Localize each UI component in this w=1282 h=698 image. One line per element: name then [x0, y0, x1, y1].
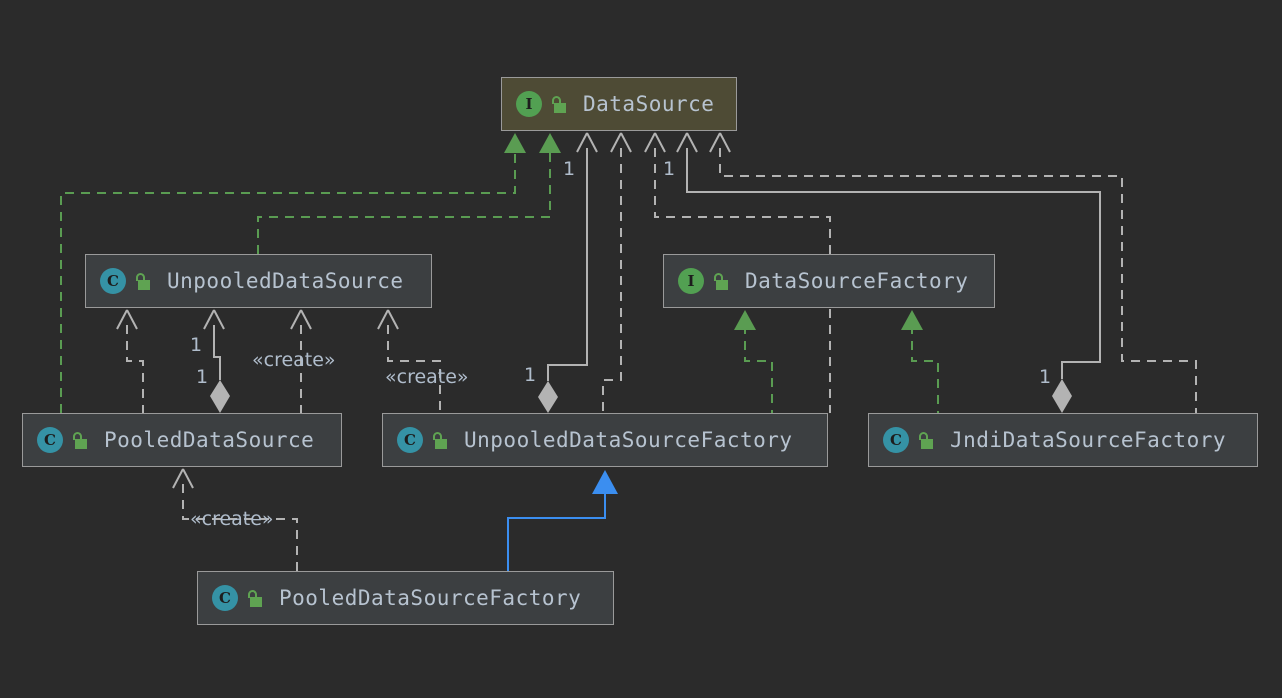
edge-e7-jndidatasourcefactory-depends-datasource[interactable]	[709, 132, 1197, 413]
node-unpooleddatasource[interactable]: C UnpooledDataSource	[85, 254, 432, 308]
multiplicity-label: 1	[1039, 366, 1052, 388]
node-label: PooledDataSourceFactory	[279, 586, 582, 610]
class-badge-icon: C	[37, 427, 63, 453]
unlocked-icon	[72, 431, 88, 449]
edge-e15-pooleddatasourcefactory-extends-unpooleddatasourcefactory[interactable]	[507, 470, 618, 571]
node-label: JndiDataSourceFactory	[950, 428, 1227, 452]
node-label: UnpooledDataSource	[167, 269, 404, 293]
node-jndidatasourcefactory[interactable]: C JndiDataSourceFactory	[868, 413, 1258, 467]
edge-e12-unpooleddatasourcefactory-realizes-datasourcefactory[interactable]	[734, 310, 773, 413]
edge-e8-pooleddatasource-depends-unpooleddatasource[interactable]	[116, 309, 144, 413]
unlocked-icon	[432, 431, 448, 449]
node-pooleddatasource[interactable]: C PooledDataSource	[22, 413, 342, 467]
node-label: DataSource	[583, 92, 715, 116]
edge-e14-pooleddatasourcefactory-creates-pooleddatasource[interactable]	[172, 468, 298, 571]
edge-e2-unpooleddatasource-realizes-datasource[interactable]	[257, 133, 561, 254]
edge-e9-pooleddatasource-associates-unpooleddatasource[interactable]	[203, 309, 230, 413]
edge-e1-pooleddatasource-realizes-datasource[interactable]	[60, 133, 526, 413]
node-pooleddatasourcefactory[interactable]: C PooledDataSourceFactory	[197, 571, 614, 625]
unlocked-icon	[135, 272, 151, 290]
edge-e5-unpooleddatasourcefactory-depends-datasource-right[interactable]	[644, 132, 831, 413]
interface-badge-icon: I	[516, 91, 542, 117]
stereotype-label: «create»	[252, 349, 336, 371]
unlocked-icon	[713, 272, 729, 290]
interface-badge-icon: I	[678, 268, 704, 294]
edge-e11-unpooleddatasourcefactory-creates-unpooleddatasource-2[interactable]	[377, 309, 441, 413]
multiplicity-label: 1	[663, 158, 676, 180]
unlocked-icon	[247, 589, 263, 607]
stereotype-label: «create»	[190, 508, 274, 530]
multiplicity-label: 1	[196, 366, 209, 388]
node-unpooleddatasourcefactory[interactable]: C UnpooledDataSourceFactory	[382, 413, 828, 467]
node-label: DataSourceFactory	[745, 269, 969, 293]
node-label: PooledDataSource	[104, 428, 315, 452]
class-badge-icon: C	[883, 427, 909, 453]
class-badge-icon: C	[212, 585, 238, 611]
edge-e4-unpooleddatasourcefactory-depends-datasource[interactable]	[602, 132, 632, 413]
unlocked-icon	[551, 95, 567, 113]
multiplicity-label: 1	[563, 158, 576, 180]
multiplicity-label: 1	[190, 334, 203, 356]
node-datasource[interactable]: I DataSource	[501, 77, 737, 131]
edge-e6-jndidatasourcefactory-associates-datasource[interactable]	[676, 132, 1101, 413]
multiplicity-label: 1	[524, 364, 537, 386]
class-badge-icon: C	[397, 427, 423, 453]
node-label: UnpooledDataSourceFactory	[464, 428, 793, 452]
edge-e13-jndidatasourcefactory-realizes-datasourcefactory[interactable]	[901, 310, 939, 413]
edge-e3-unpooleddatasourcefactory-associates-datasource[interactable]	[538, 132, 598, 413]
node-datasourcefactory[interactable]: I DataSourceFactory	[663, 254, 995, 308]
edge-e10-unpooleddatasourcefactory-creates-unpooleddatasource[interactable]	[290, 309, 312, 413]
unlocked-icon	[918, 431, 934, 449]
stereotype-label: «create»	[385, 366, 469, 388]
class-badge-icon: C	[100, 268, 126, 294]
